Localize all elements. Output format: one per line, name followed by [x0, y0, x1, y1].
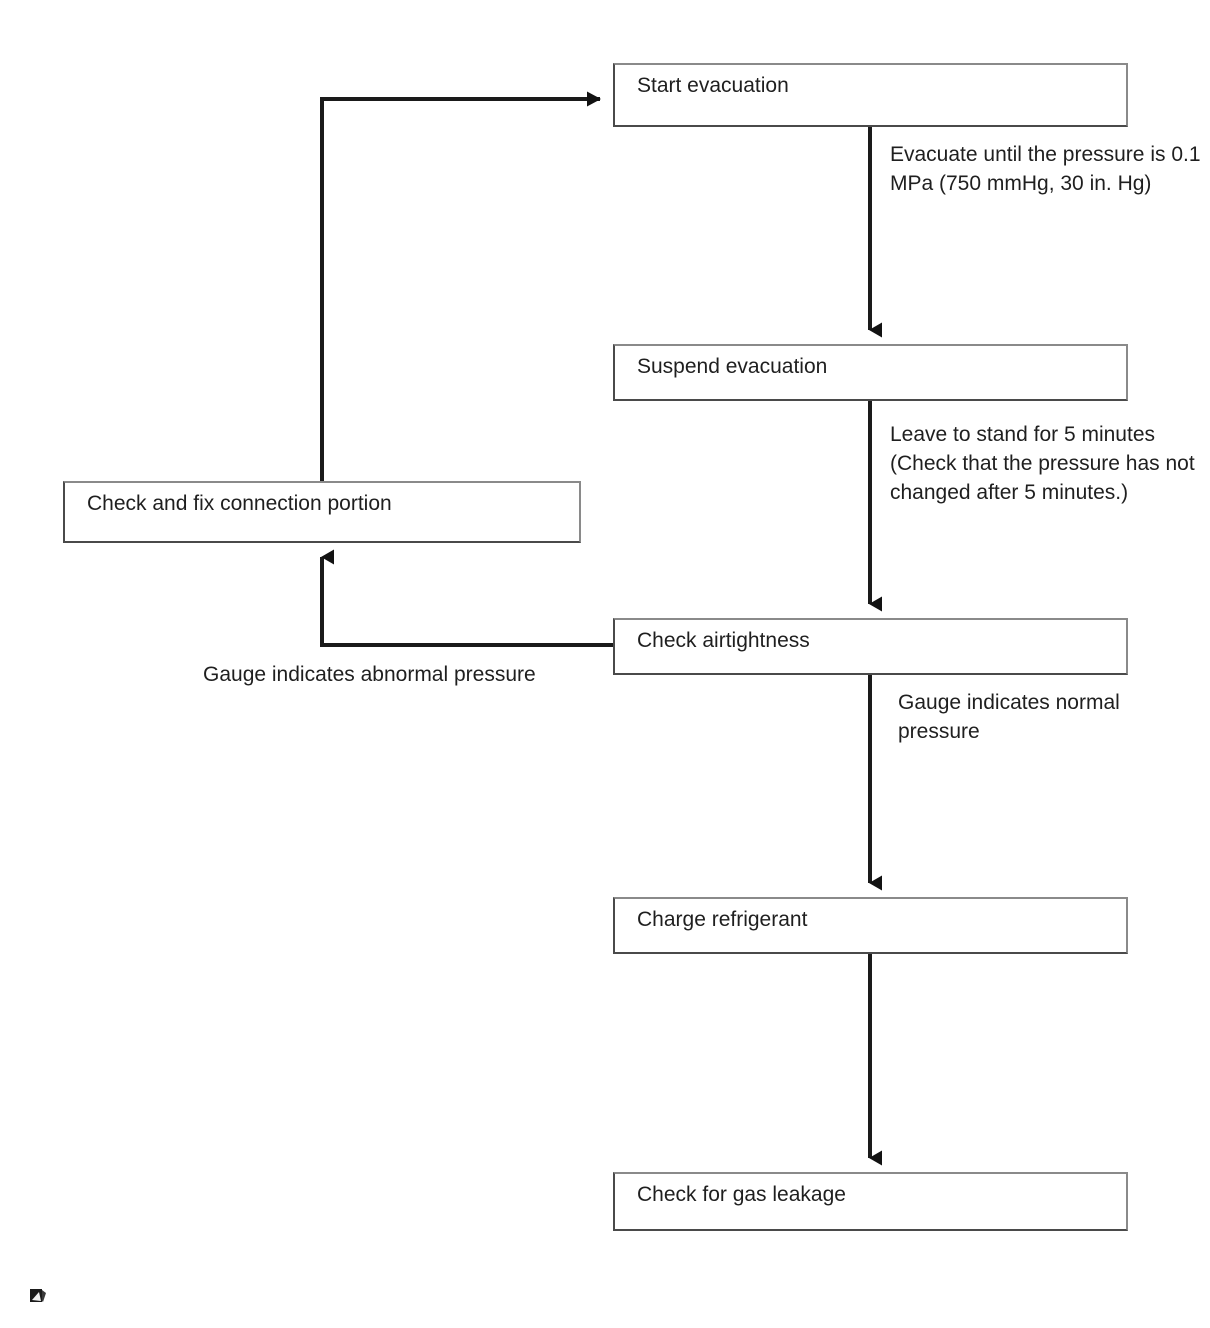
page-fragment-icon [30, 1289, 46, 1302]
node-suspend-evacuation-label: Suspend evacuation [637, 355, 828, 378]
node-charge-refrigerant: Charge refrigerant [613, 897, 1128, 954]
node-charge-refrigerant-label: Charge refrigerant [637, 908, 808, 931]
node-check-airtightness: Check airtightness [613, 618, 1128, 675]
node-start-evacuation-label: Start evacuation [637, 74, 789, 97]
edge-label-evacuate-until-pressure: Evacuate until the pressure is 0.1 MPa (… [890, 143, 1201, 195]
node-start-evacuation: Start evacuation [613, 63, 1128, 127]
edge-checkfix-to-start [320, 91, 601, 481]
edge-label-gauge-abnormal-pressure: Gauge indicates abnormal pressure [203, 663, 536, 686]
node-suspend-evacuation: Suspend evacuation [613, 344, 1128, 401]
node-check-airtightness-label: Check airtightness [637, 629, 810, 652]
edge-airtightness-to-checkfix [320, 549, 613, 647]
node-check-for-gas-leakage-label: Check for gas leakage [637, 1183, 846, 1206]
node-check-and-fix-connection-portion: Check and fix connection portion [63, 481, 581, 543]
node-check-for-gas-leakage: Check for gas leakage [613, 1172, 1128, 1231]
edge-label-gauge-normal-pressure: Gauge indicates normal pressure [898, 691, 1120, 743]
node-check-and-fix-connection-portion-label: Check and fix connection portion [87, 492, 392, 515]
edge-label-leave-to-stand: Leave to stand for 5 minutes (Check that… [890, 423, 1195, 504]
